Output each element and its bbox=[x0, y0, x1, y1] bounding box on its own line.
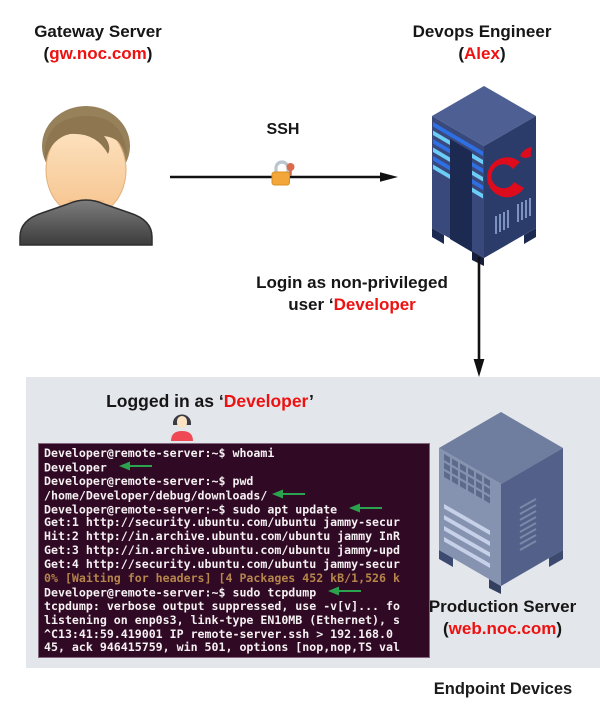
devops-title-line: Devops Engineer bbox=[412, 22, 552, 41]
production-host-line: (web.noc.com) bbox=[442, 619, 563, 639]
endpoint-devices-label: Endpoint Devices bbox=[433, 680, 573, 698]
devops-name: Alex bbox=[464, 44, 500, 64]
gateway-host-line: (gw.noc.com) bbox=[43, 44, 153, 64]
devops-server-tower-icon bbox=[420, 84, 548, 271]
gateway-title-line: Gateway Server bbox=[34, 22, 162, 41]
terminal-line: Developer@remote-server:~$ sudo tcpdump bbox=[44, 586, 429, 600]
ssh-label: SSH bbox=[266, 121, 300, 138]
gateway-hostname: gw.noc.com bbox=[49, 44, 147, 64]
terminal-window: Developer@remote-server:~$ whoami Develo… bbox=[38, 443, 430, 658]
logged-in-annotation: Logged in as ‘Developer’ bbox=[106, 391, 314, 411]
login-username: Developer bbox=[333, 295, 416, 315]
terminal-line: Hit:2 http://in.archive.ubuntu.com/ubunt… bbox=[44, 530, 400, 544]
green-left-arrow-icon bbox=[272, 489, 306, 503]
terminal-line: Get:1 http://security.ubuntu.com/ubuntu … bbox=[44, 516, 400, 530]
terminal-line: tcpdump: verbose output suppressed, use … bbox=[44, 599, 400, 613]
green-left-arrow-icon bbox=[118, 461, 153, 475]
green-left-arrow-icon bbox=[349, 503, 383, 517]
terminal-line: Get:3 http://in.archive.ubuntu.com/ubunt… bbox=[44, 544, 400, 558]
devops-engineer-title: Devops Engineer (Alex) bbox=[393, 21, 571, 66]
lock-with-key-icon bbox=[269, 158, 296, 191]
terminal-line: Developer@remote-server:~$ sudo apt upda… bbox=[44, 503, 429, 517]
developer-person-icon bbox=[169, 411, 195, 446]
terminal-line-progress: 0% [Waiting for headers] [4 Packages 452… bbox=[44, 572, 400, 586]
user-avatar-icon bbox=[12, 96, 160, 251]
terminal-line: ^C13:41:59.419001 IP remote-server.ssh >… bbox=[44, 627, 394, 641]
production-title-line: Production Server bbox=[428, 597, 577, 616]
logged-in-username: Developer bbox=[223, 391, 310, 411]
login-flow-arrow bbox=[471, 257, 487, 382]
terminal-line: Developer@remote-server:~$ pwd bbox=[44, 474, 254, 488]
production-hostname: web.noc.com bbox=[448, 619, 557, 639]
devops-name-line: (Alex) bbox=[458, 44, 506, 64]
terminal-line: 45, ack 946415759, win 501, options [nop… bbox=[44, 641, 400, 655]
terminal-line: Developer@remote-server:~$ whoami bbox=[44, 447, 275, 460]
terminal-line: Get:4 http://security.ubuntu.com/ubuntu … bbox=[44, 558, 400, 572]
login-annotation: Login as non-privileged user ‘Developer bbox=[256, 273, 448, 315]
terminal-line: Developer bbox=[44, 461, 429, 475]
gateway-server-title: Gateway Server (gw.noc.com) bbox=[14, 21, 182, 66]
terminal-line: /home/Developer/debug/downloads/ bbox=[44, 489, 429, 503]
green-left-arrow-icon bbox=[328, 586, 362, 600]
terminal-line: listening on enp0s3, link-type EN10MB (E… bbox=[44, 613, 400, 627]
production-server-tower-icon bbox=[428, 408, 574, 599]
production-server-title: Production Server (web.noc.com) bbox=[415, 596, 590, 641]
